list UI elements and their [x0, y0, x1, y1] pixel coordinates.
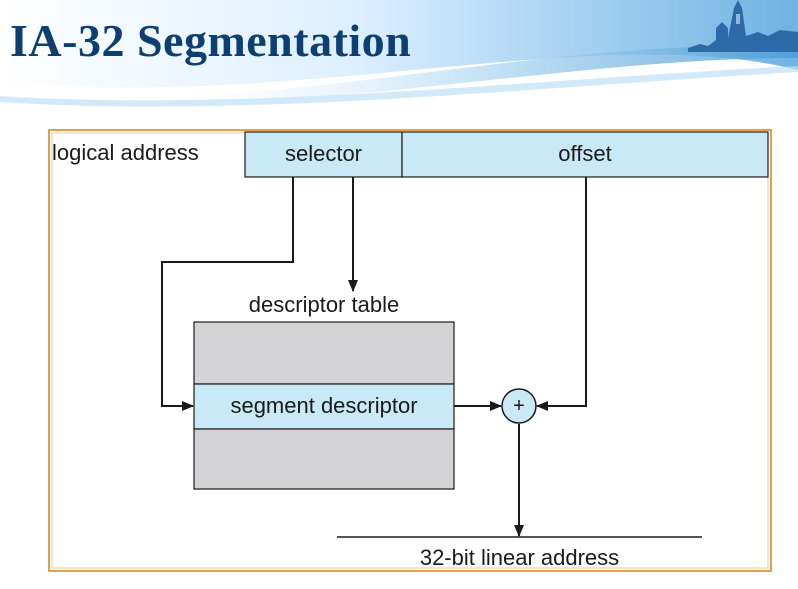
descriptor-table-label: descriptor table [248, 292, 400, 317]
selector-label: selector [284, 141, 363, 166]
logical-address-label: logical address [52, 140, 199, 165]
offset-field [401, 131, 769, 178]
descriptor-table-upper [193, 321, 455, 385]
offset-label: offset [558, 141, 612, 166]
church-icon [688, 0, 798, 52]
slide-title: IA-32 Segmentation [10, 15, 412, 66]
slide-header: IA-32 Segmentation [0, 0, 798, 120]
adder-symbol: + [513, 395, 525, 417]
segment-descriptor-label: segment descriptor [230, 393, 418, 418]
linear-address-label: 32-bit linear address [419, 545, 620, 570]
descriptor-table-lower [193, 428, 455, 490]
selector-field [244, 131, 403, 178]
offset-to-adder-arrow [536, 177, 587, 411]
adder-circle [501, 388, 537, 424]
selector-to-descriptor-arrow [161, 177, 294, 411]
header-swoosh-background [0, 0, 798, 107]
